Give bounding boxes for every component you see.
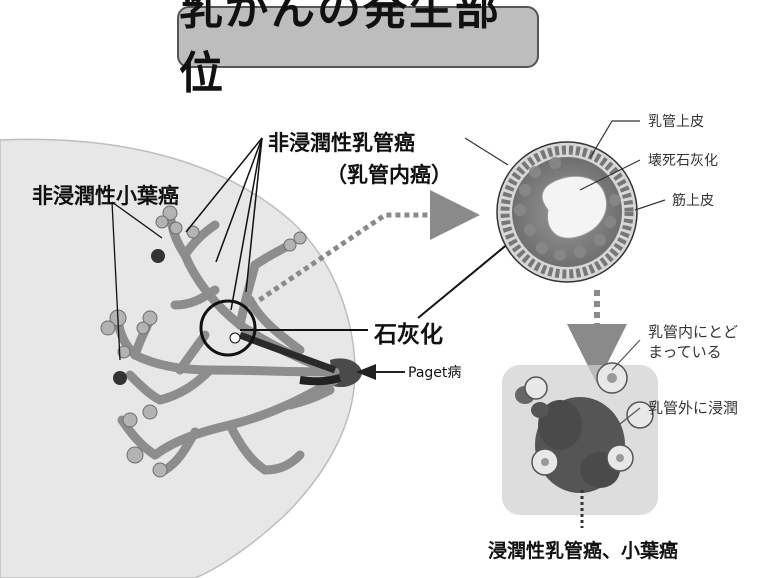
tumor-pointer-lines xyxy=(599,339,641,441)
label-ductal-in-situ: （乳管内癌） xyxy=(326,163,452,187)
label-myoepithelium: 筋上皮 xyxy=(672,193,714,209)
label-paget: Paget病 xyxy=(408,365,462,381)
title-box: 乳がんの発生部位 xyxy=(177,0,539,99)
label-within-duct-2: まっている xyxy=(648,343,722,361)
label-necrotic-calcification: 壊死石灰化 xyxy=(648,153,718,169)
duct-cross-section xyxy=(496,141,638,283)
label-noninvasive-lobular: 非浸潤性小葉癌 xyxy=(32,184,179,208)
invasive-tumor-image xyxy=(502,362,658,515)
label-within-duct-1: 乳管内にとど xyxy=(648,323,739,341)
dotted-arrow-to-section xyxy=(250,190,480,308)
paget-dark-duct xyxy=(299,374,342,386)
pointer-lines-ductal xyxy=(185,137,263,311)
dark-duct-segment xyxy=(238,331,337,374)
label-invasive: 浸潤性乳管癌、小葉癌 xyxy=(488,540,679,562)
page-title: 乳がんの発生部位 xyxy=(179,0,501,99)
label-noninvasive-ductal: 非浸潤性乳管癌 xyxy=(268,131,415,155)
label-calcification: 石灰化 xyxy=(374,322,443,348)
pointer-lines-lobular xyxy=(111,201,163,361)
dark-lobule-spots xyxy=(113,249,165,385)
label-outside-duct: 乳管外に浸潤 xyxy=(648,399,739,417)
section-pointer-lines xyxy=(464,120,666,211)
duct-highlight-circle xyxy=(199,299,257,357)
label-ductal-epithelium: 乳管上皮 xyxy=(648,114,704,130)
